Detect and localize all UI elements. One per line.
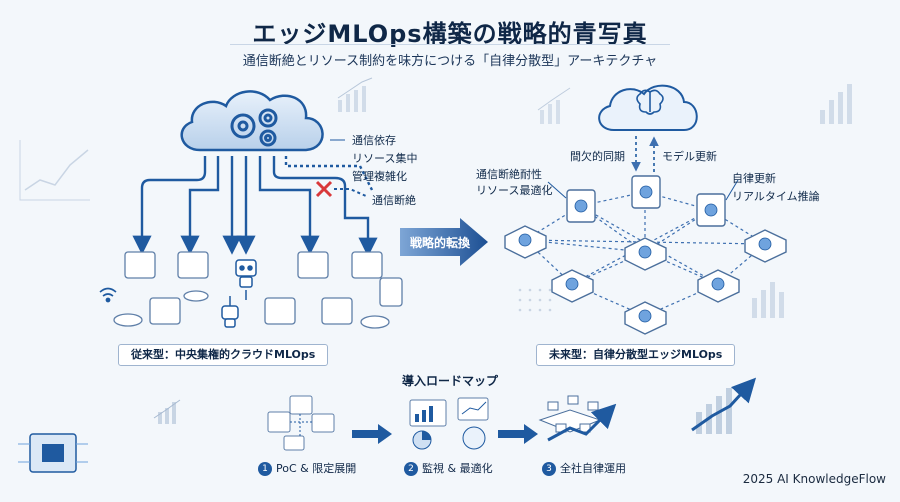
roadmap-step-1: 1 PoC & 限定展開 [258,460,356,476]
roadmap-title: 導入ロードマップ [401,374,498,388]
legacy-banner: 従来型：中央集権的クラウドMLOps [118,344,329,366]
step-number-badge: 2 [404,462,418,476]
bg-chart-right [820,84,852,124]
bg-chart-left [19,140,90,201]
problem-label-0: 通信依存 [352,134,396,147]
bg-chart-right-low [752,282,784,318]
step-number-badge: 1 [258,462,272,476]
future-banner: 未来型：自律分散型エッジMLOps [536,344,736,366]
edge-node-brains [518,185,772,323]
roadmap-step1-icon [267,395,335,451]
problem-label-2: 管理複雑化 [352,170,407,183]
roadmap-arrows [352,424,538,444]
cloud-to-device-arrows [132,156,378,257]
bg-chart-mid [537,87,571,124]
page-subtitle: 通信断絶とリソース制約を味方につける「自律分散型」アーキテクチャ [242,54,658,69]
sync-arrows [631,136,659,172]
future-left-label-0: 通信断絶耐性 [476,168,542,181]
roadmap-step3-icon [538,395,617,442]
transition-arrow [400,218,488,266]
brain-icon [636,89,664,115]
future-right-label-0: 自律更新 [732,172,776,185]
robot-link [229,290,247,306]
transition-label: 戦略的転換 [410,236,471,250]
step-number-badge: 3 [542,462,556,476]
bg-chart-bottom-right [691,377,757,434]
robot-icon [221,259,257,328]
label-pointers [330,139,739,201]
chip-icon [18,433,88,473]
bg-dot-grid [518,288,552,312]
roadmap-step-2: 2 監視 & 最適化 [404,460,493,476]
bg-chart-bottom-left [153,399,181,424]
roadmap-step2-icon [409,397,489,450]
broken-link [334,188,367,197]
step-label: 全社自律運用 [560,462,626,475]
sync-label: 間欠的同期 [570,150,625,163]
future-left-label-1: リソース最適化 [476,184,553,197]
step-label: PoC & 限定展開 [276,462,357,475]
roadmap-step-3: 3 全社自律運用 [542,460,626,476]
title-divider [230,44,670,45]
problem-label-1: リソース集中 [352,152,418,165]
update-label: モデル更新 [662,150,717,163]
legacy-devices [113,251,403,329]
bg-chart-top [337,77,373,112]
wifi-icon [99,287,117,303]
footer-credit: 2025 AI KnowledgeFlow [742,472,886,486]
page-title: エッジMLOps構築の戦略的青写真 [252,20,648,48]
central-cloud [180,90,324,152]
step-label: 監視 & 最適化 [422,462,493,475]
edge-nodes [504,175,787,335]
gear-icon [230,108,278,147]
disconnect-x-icon [315,180,333,198]
disconnect-label: 通信断絶 [372,194,416,207]
future-right-label-1: リアルタイム推論 [732,190,820,203]
future-cloud [598,84,698,131]
